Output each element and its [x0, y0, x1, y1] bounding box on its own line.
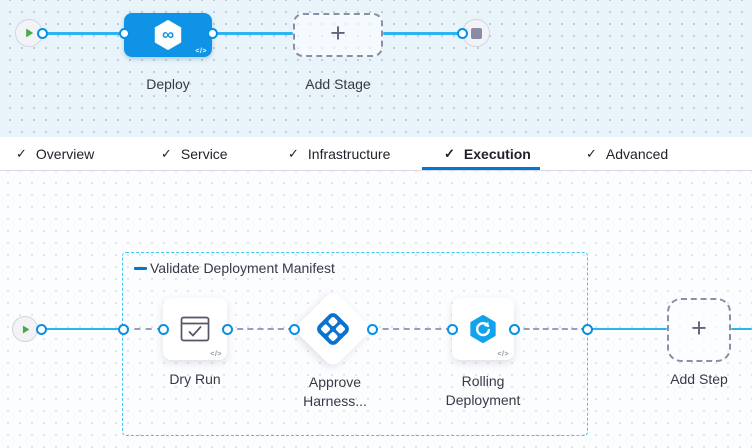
check-icon: ✓: [161, 145, 172, 161]
add-stage-button[interactable]: +: [293, 13, 383, 57]
execution-start-node: [12, 316, 38, 342]
stage-node-deploy[interactable]: ∞ </>: [124, 13, 212, 57]
check-icon: ✓: [586, 145, 597, 161]
exec-connector-line: [731, 327, 752, 330]
tab-overview[interactable]: ✓ Overview: [16, 137, 94, 170]
play-icon: [22, 324, 29, 334]
exec-connector-line: [44, 327, 123, 330]
exec-dashed-connector: [227, 327, 294, 330]
step-group-title: Validate Deployment Manifest: [150, 260, 335, 276]
plus-icon: +: [330, 18, 346, 48]
pipeline-start-node: [15, 19, 43, 47]
check-icon: ✓: [444, 145, 455, 161]
tab-label: Infrastructure: [307, 145, 391, 162]
step-label-approve: Approve Harness...: [293, 373, 377, 411]
tab-label: Service: [180, 145, 228, 162]
start-node-port[interactable]: [36, 27, 48, 39]
rolling-deployment-icon: [470, 314, 496, 344]
tab-service[interactable]: ✓ Service: [161, 137, 228, 170]
step-label-rolling: Rolling Deployment: [437, 372, 529, 410]
deploy-left-port[interactable]: [118, 27, 130, 39]
dry-run-icon: [180, 316, 210, 342]
step-group-container[interactable]: [122, 252, 588, 436]
active-tab-underline: [422, 167, 540, 170]
approval-icon: [317, 313, 349, 345]
group-exit-port[interactable]: [581, 323, 593, 335]
dryrun-right-port[interactable]: [221, 323, 233, 335]
group-entry-port[interactable]: [117, 323, 129, 335]
exec-connector-line: [589, 327, 667, 330]
stage-config-tabbar: ✓ Overview ✓ Service ✓ Infrastructure ✓ …: [0, 137, 752, 171]
dryrun-left-port[interactable]: [157, 323, 169, 335]
tab-label: Execution: [463, 145, 531, 162]
add-step-button[interactable]: +: [667, 298, 731, 362]
approve-left-port[interactable]: [288, 323, 300, 335]
execution-graph-canvas[interactable]: Validate Deployment Manifest </>: [0, 171, 752, 448]
step-label-dry-run: Dry Run: [169, 371, 221, 387]
stage-connector-line: [383, 32, 462, 35]
step-group-header[interactable]: Validate Deployment Manifest: [134, 260, 335, 276]
exec-start-port[interactable]: [35, 323, 47, 335]
step-node-rolling-deployment[interactable]: </>: [452, 298, 514, 360]
check-icon: ✓: [288, 145, 299, 161]
collapse-icon[interactable]: [134, 266, 147, 270]
rolling-right-port[interactable]: [508, 323, 520, 335]
stop-icon: [470, 27, 482, 39]
stage-label-deploy: Deploy: [146, 76, 190, 92]
exec-dashed-connector: [372, 327, 452, 330]
yaml-code-icon[interactable]: </>: [195, 48, 207, 55]
tab-label: Overview: [35, 145, 95, 162]
step-node-dry-run[interactable]: </>: [163, 298, 227, 360]
yaml-code-icon[interactable]: </>: [210, 351, 222, 358]
plus-icon: +: [691, 313, 707, 343]
exec-dashed-connector: [123, 327, 163, 330]
step-label-line: Approve: [308, 374, 362, 390]
tab-infrastructure[interactable]: ✓ Infrastructure: [288, 137, 390, 170]
add-step-label: Add Step: [670, 371, 728, 387]
stage-graph-canvas[interactable]: ∞ </> Deploy + Add Stage: [0, 0, 752, 137]
tab-execution[interactable]: ✓ Execution: [444, 137, 531, 170]
step-label-line: Deployment: [445, 392, 521, 408]
check-icon: ✓: [16, 145, 27, 161]
infinity-glyph: ∞: [161, 25, 175, 44]
rolling-left-port[interactable]: [446, 323, 458, 335]
add-stage-label: Add Stage: [305, 76, 371, 92]
harness-cd-icon: ∞: [151, 18, 185, 52]
end-node-port[interactable]: [456, 27, 468, 39]
play-icon: [26, 28, 34, 38]
exec-dashed-connector: [514, 327, 587, 330]
tab-advanced[interactable]: ✓ Advanced: [586, 137, 668, 170]
yaml-code-icon[interactable]: </>: [497, 351, 509, 358]
approve-right-port[interactable]: [366, 323, 378, 335]
deploy-right-port[interactable]: [206, 27, 218, 39]
step-label-line: Rolling: [461, 373, 505, 389]
tab-label: Advanced: [605, 145, 669, 162]
step-label-line: Harness...: [303, 393, 367, 409]
